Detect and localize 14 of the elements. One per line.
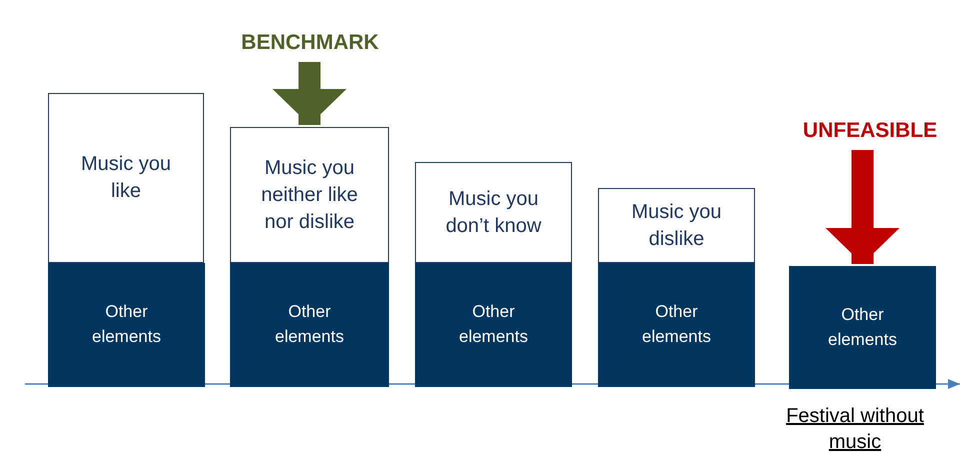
elements-box: Other elements <box>415 263 572 387</box>
caption-text: Festival without music <box>785 404 925 455</box>
elements-box: Other elements <box>48 263 205 387</box>
arrow <box>272 62 346 125</box>
music-box: Music you don’t know <box>415 162 572 263</box>
music-box: Music you like <box>48 93 204 263</box>
music-box: Music you neither like nor dislike <box>230 127 389 263</box>
elements-box: Other elements <box>230 263 389 387</box>
elements-box: Other elements <box>789 266 936 389</box>
music-box: Music you dislike <box>598 188 755 263</box>
unfeasible-label: UNFEASIBLE <box>795 116 945 146</box>
benchmark-label: BENCHMARK <box>235 28 385 58</box>
arrow <box>826 150 900 264</box>
elements-box: Other elements <box>598 263 755 387</box>
